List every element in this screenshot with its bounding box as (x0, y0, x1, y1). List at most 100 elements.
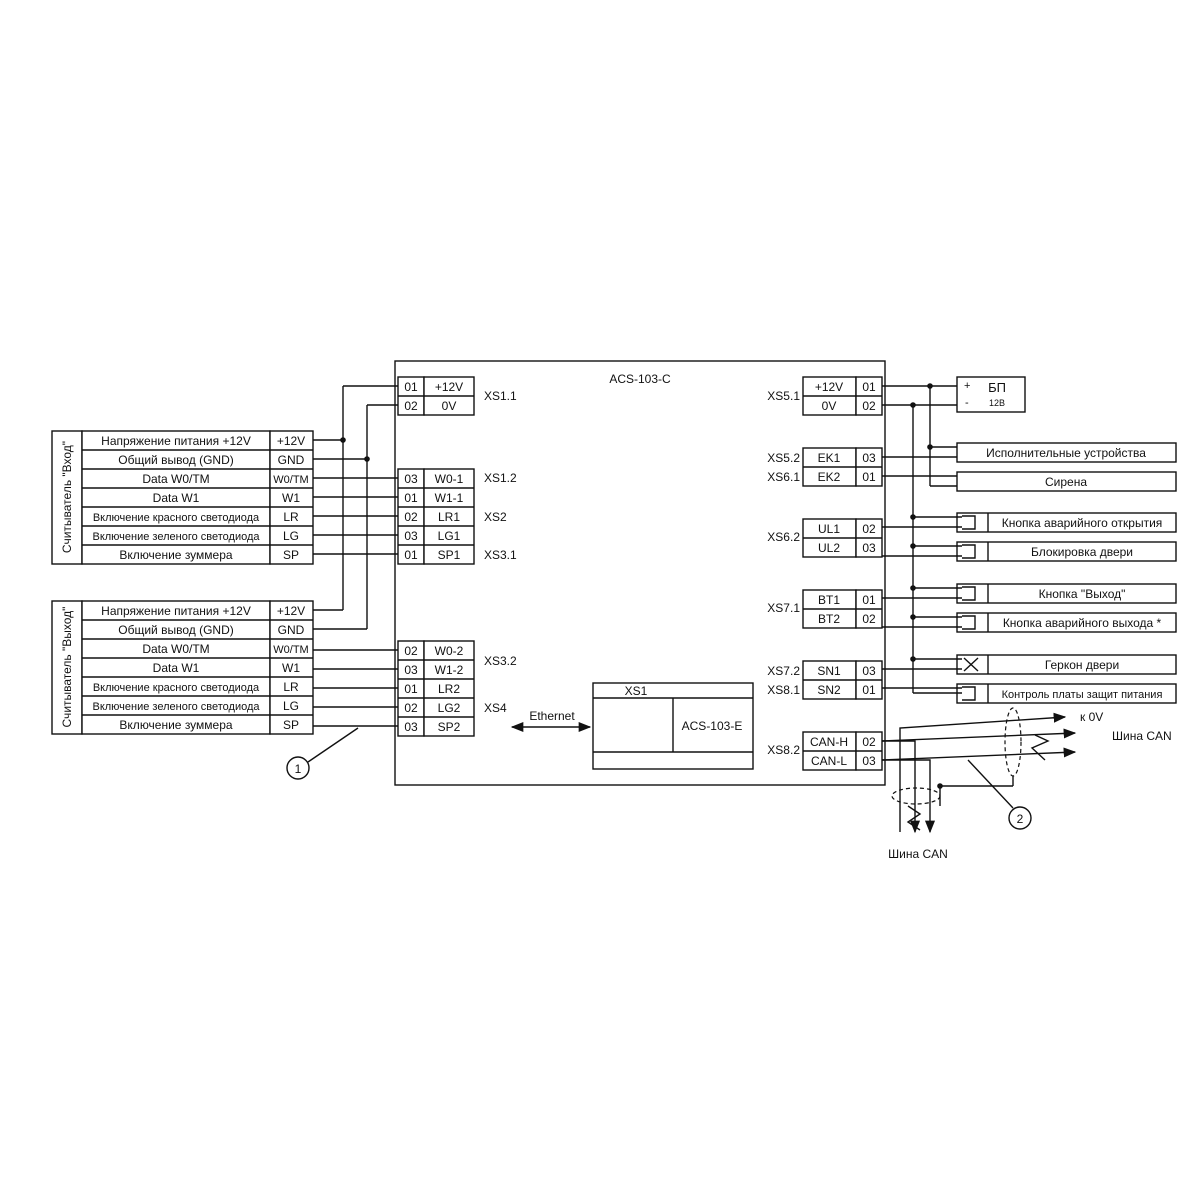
reader-exit-row-code: +12V (277, 604, 305, 618)
connector-label: XS1.1 (484, 389, 517, 403)
device-label: Кнопка аварийного открытия (1002, 516, 1163, 530)
ethernet-module-connector: XS1 (625, 684, 648, 698)
reader-entry: Считыватель "Вход" Напряжение питания +1… (51, 430, 314, 565)
connector-label: XS8.1 (767, 683, 800, 697)
pin-signal: SN1 (817, 664, 841, 678)
connector-label: XS4 (484, 701, 507, 715)
pin-number: 03 (404, 472, 418, 486)
pin-signal: W1-1 (435, 491, 464, 505)
pin-number: 02 (862, 735, 876, 749)
device-label: Кнопка "Выход" (1039, 587, 1126, 601)
pin-number: 02 (862, 399, 876, 413)
pin-signal: EK2 (818, 470, 841, 484)
pin-number: 02 (404, 644, 418, 658)
pin-signal: SN2 (817, 683, 841, 697)
device-label: Геркон двери (1045, 658, 1119, 672)
pin-signal: 0V (822, 399, 837, 413)
pin-number: 01 (404, 491, 418, 505)
pin-number: 02 (404, 399, 418, 413)
reader-exit-row-desc: Data W0/TM (142, 642, 209, 656)
reader-entry-row-desc: Включение зуммера (119, 548, 232, 562)
reader-exit-row-desc: Включение зуммера (119, 718, 232, 732)
button-symbol-icon (962, 686, 976, 701)
connector-label: XS3.1 (484, 548, 517, 562)
controller-title: ACS-103-C (609, 372, 671, 386)
reed-switch-icon (963, 657, 979, 672)
pin-number: 03 (862, 541, 876, 555)
device-label: Кнопка аварийного выхода * (1003, 616, 1162, 630)
connector-label: XS5.1 (767, 389, 800, 403)
connector-label: XS7.2 (767, 664, 800, 678)
button-symbol-icon (962, 544, 976, 559)
pin-number: 02 (404, 701, 418, 715)
pin-signal: W0-2 (435, 644, 464, 658)
can-bus-right-label: Шина CAN (1112, 729, 1172, 743)
callout-1-label: 1 (295, 762, 302, 776)
reader-entry-row-desc: Data W1 (153, 491, 200, 505)
device-siren (956, 471, 1177, 492)
reader-exit-row-desc: Напряжение питания +12V (101, 604, 251, 618)
ethernet-module: XS1 ACS-103-E Ethernet (510, 682, 754, 770)
ethernet-label: Ethernet (529, 709, 575, 723)
reader-entry-row-desc: Data W0/TM (142, 472, 209, 486)
pin-signal: +12V (435, 380, 463, 394)
pin-signal: CAN-H (810, 735, 848, 749)
device-emergency-open (956, 512, 1177, 533)
callout-1 (286, 756, 310, 780)
left-pin-blocks: 01 +12V 02 0V 03 W0-1 01 W1-1 02 LR1 03 … (397, 376, 517, 737)
reader-entry-row-code: LG (283, 529, 299, 543)
pin-number: 01 (862, 470, 876, 484)
pin-number: 02 (862, 522, 876, 536)
reader-entry-row-code: +12V (277, 434, 305, 448)
device-label: Сирена (1045, 475, 1087, 489)
ps-voltage: 12В (989, 398, 1005, 408)
power-supply: + - БП 12В (956, 376, 1026, 413)
reader-entry-row-desc: Напряжение питания +12V (101, 434, 251, 448)
device-door-lock (956, 541, 1177, 562)
reader-exit-row-desc: Включение красного светодиода (93, 682, 260, 694)
button-symbol-icon (962, 615, 976, 630)
connector-label: XS5.2 (767, 451, 800, 465)
reader-exit-title: Считыватель "Выход" (60, 607, 74, 728)
pin-signal: CAN-L (811, 754, 847, 768)
connector-label: XS6.1 (767, 470, 800, 484)
connector-label: XS1.2 (484, 471, 517, 485)
pin-signal: 0V (442, 399, 457, 413)
reader-exit-row-code: LG (283, 699, 299, 713)
callout-2-label: 2 (1017, 812, 1024, 826)
pin-signal: LR2 (438, 682, 460, 696)
ps-plus: + (964, 380, 970, 392)
reader-exit-row-code: GND (278, 623, 305, 637)
callout-2 (1008, 806, 1032, 830)
reader-entry-row-code: W0/TM (273, 474, 308, 486)
reader-entry-row-desc: Включение зеленого светодиода (92, 531, 260, 543)
pin-number: 01 (404, 682, 418, 696)
left-wiring (307, 385, 398, 763)
pin-signal: W0-1 (435, 472, 464, 486)
ethernet-module-name: ACS-103-E (682, 719, 743, 733)
connector-label: XS6.2 (767, 530, 800, 544)
pin-number: 03 (404, 720, 418, 734)
reader-entry-title-box (51, 430, 83, 565)
pin-signal: LR1 (438, 510, 460, 524)
ps-minus: - (965, 397, 969, 409)
device-label: Исполнительные устройства (986, 446, 1146, 460)
pin-signal: LG1 (438, 529, 461, 543)
reader-exit-row-code: W1 (282, 661, 300, 675)
pin-number: 01 (862, 683, 876, 697)
pin-signal: +12V (815, 380, 843, 394)
device-label: Контроль платы защит питания (1002, 689, 1163, 701)
reader-exit-row-code: LR (283, 680, 299, 694)
device-actuators (956, 442, 1177, 463)
ps-label: БП (988, 380, 1006, 395)
pin-number: 02 (404, 510, 418, 524)
pin-number: 03 (404, 529, 418, 543)
pin-number: 03 (862, 664, 876, 678)
button-symbol-icon (962, 586, 976, 601)
pin-signal: SP2 (438, 720, 461, 734)
pin-signal: W1-2 (435, 663, 464, 677)
right-pin-blocks: +12V 01 0V 02 EK1 03 EK2 01 UL1 02 UL2 0… (767, 376, 883, 771)
can-to-0v-label: к 0V (1080, 710, 1103, 724)
reader-exit: Считыватель "Выход" Напряжение питания +… (51, 600, 314, 735)
